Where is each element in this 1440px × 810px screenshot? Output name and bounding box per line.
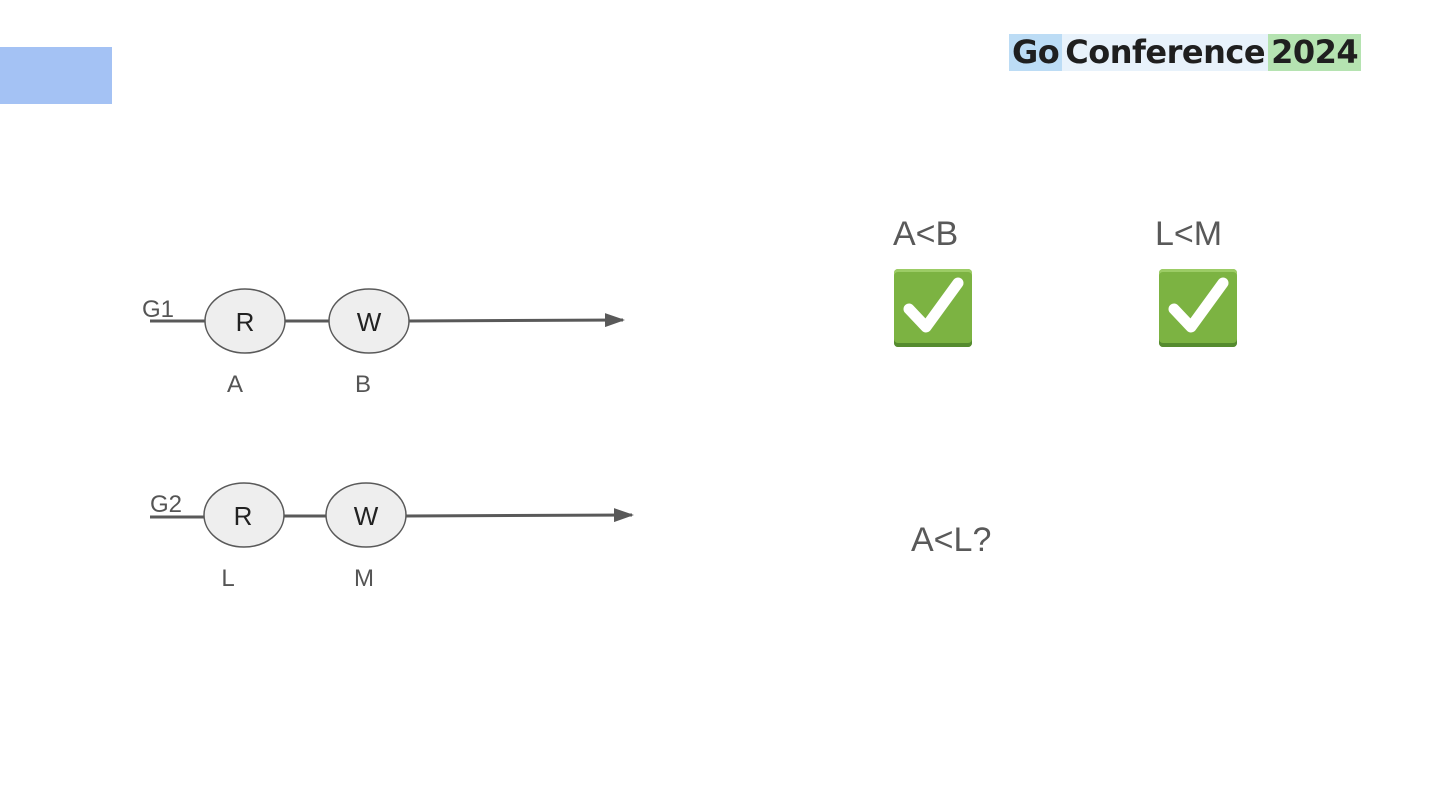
logo-year: 2024 [1268, 34, 1362, 71]
accent-block [0, 47, 112, 104]
event-label-b: B [355, 371, 371, 398]
logo-go: Go [1009, 34, 1063, 71]
event-node-a [204, 288, 286, 354]
event-node-b [328, 288, 410, 354]
goroutine-label-g2: G2 [150, 491, 182, 518]
event-node-m [325, 482, 407, 548]
conference-logo: Go Conference 2024 [1009, 34, 1362, 71]
event-op-b: W [357, 307, 382, 337]
timeline-g2: G2 R W L M [150, 482, 634, 592]
timeline-g2-arrow [404, 508, 634, 523]
goroutine-label-g1: G1 [142, 296, 174, 323]
timeline-g1-arrow [407, 313, 625, 328]
check-mark-icon [1159, 269, 1237, 347]
event-label-m: M [354, 565, 374, 592]
timeline-g1: G1 R W A B [142, 288, 625, 398]
logo-conference: Conference [1062, 34, 1269, 71]
event-op-m: W [354, 501, 379, 531]
event-label-a: A [227, 371, 243, 398]
relation-question-a-before-l: A<L? [911, 521, 992, 559]
event-label-l: L [221, 565, 234, 592]
event-node-l [203, 482, 285, 548]
event-op-a: R [236, 307, 255, 337]
relation-a-before-b: A<B [893, 215, 959, 253]
relation-l-before-m: L<M [1155, 215, 1223, 253]
event-op-l: R [234, 501, 253, 531]
check-mark-icon [894, 269, 972, 347]
